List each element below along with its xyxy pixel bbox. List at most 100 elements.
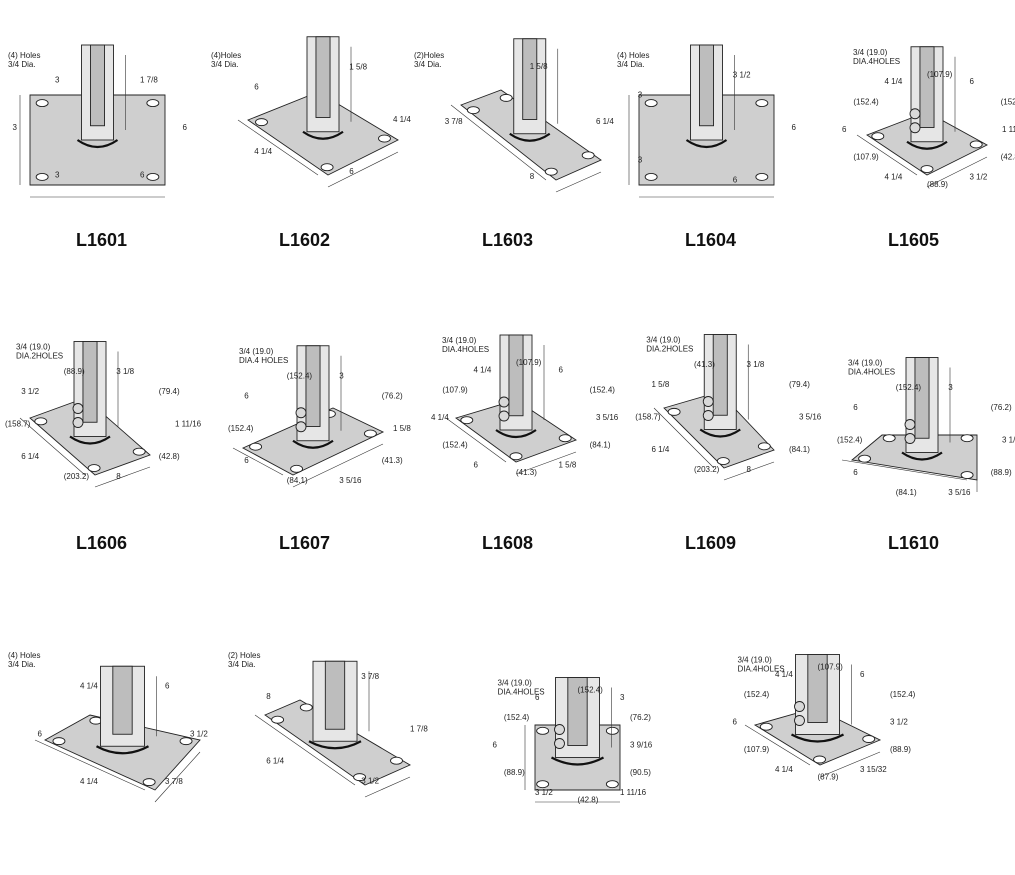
dimension-value: (107.9): [853, 152, 879, 161]
dimension-value: 6: [853, 403, 858, 412]
dimension-value: (152.4): [896, 383, 922, 392]
dimension-line: [926, 156, 988, 188]
mounting-hole: [558, 434, 572, 443]
dimension-value: 4 1/4: [80, 682, 98, 691]
channel-slot: [112, 665, 133, 735]
channel-slot: [522, 38, 538, 120]
channel-slot: [699, 44, 714, 127]
mounting-hole: [87, 464, 101, 473]
mounting-hole: [142, 778, 156, 787]
channel-slot: [315, 36, 331, 118]
hole-callout: 3/4 (19.0): [853, 48, 888, 57]
bolt: [554, 724, 565, 735]
dimension-value: (76.2): [382, 391, 403, 400]
dimension-line: [232, 447, 284, 476]
dimension-value: 8: [530, 172, 535, 181]
dimension-value: 6: [860, 670, 865, 679]
dimension-value: 1 11/16: [175, 420, 202, 429]
dimension-value: 6: [733, 718, 738, 727]
channel-slot: [567, 677, 588, 746]
dimension-value: 8: [116, 472, 121, 481]
base-plate: [247, 91, 399, 176]
hole-callout: 3/4 (19.0): [16, 343, 51, 352]
mounting-hole: [757, 442, 771, 451]
dimension-value: 1 5/8: [559, 461, 577, 470]
mounting-hole: [363, 429, 377, 438]
dimension-value: 4 1/4: [431, 413, 449, 422]
dimension-value: 4 1/4: [80, 777, 98, 786]
dimension-value: 3 5/16: [948, 488, 971, 497]
dimension-value: 6: [842, 125, 847, 134]
dimension-value: 3 9/16: [630, 741, 653, 750]
mounting-hole: [255, 118, 268, 127]
mounting-hole: [34, 417, 48, 426]
dimension-value: (107.9): [927, 70, 953, 79]
mounting-hole: [466, 106, 480, 115]
bolt: [904, 433, 916, 444]
dimension-value: (79.4): [789, 380, 810, 389]
dimension-value: (107.9): [818, 663, 844, 672]
hole-callout: DIA.4HOLES: [498, 688, 545, 697]
dimension-value: (152.4): [578, 686, 604, 695]
weld-seam: [76, 139, 119, 149]
model-number: L1608: [481, 533, 534, 553]
dimension-value: 3: [55, 171, 60, 180]
dimension-value: 4 1/4: [885, 77, 903, 86]
model-number: L1605: [887, 230, 940, 250]
dimension-value: (76.2): [991, 403, 1012, 412]
dimension-line: [445, 417, 507, 463]
dimension-value: (152.4): [890, 690, 916, 699]
dimension-value: 3 7/8: [165, 777, 183, 786]
hole-callout: (4)Holes: [211, 51, 241, 60]
model-number: L1603: [481, 230, 534, 250]
dimension-value: 6: [140, 171, 145, 180]
mounting-hole: [89, 716, 103, 725]
dimension-value: 3 1/2: [190, 729, 208, 738]
weld-seam: [509, 132, 551, 142]
mounting-hole: [858, 454, 872, 463]
dimension-value: 6 1/4: [266, 757, 284, 766]
dimension-value: (79.4): [159, 387, 180, 396]
dimension-value: (152.4): [853, 97, 879, 106]
weld-seam: [906, 140, 948, 150]
dimension-value: 3 1/2: [535, 788, 553, 797]
mounting-hole: [960, 434, 974, 443]
dimension-value: 6: [853, 468, 858, 477]
dimension-value: (152.4): [1001, 97, 1015, 106]
mounting-hole: [644, 99, 658, 108]
dimension-value: 6: [38, 729, 43, 738]
dimension-value: 4 1/4: [775, 765, 793, 774]
dimension-value: (76.2): [630, 713, 651, 722]
hole-callout: (4) Holes: [617, 51, 649, 60]
dimension-line: [515, 451, 577, 475]
dimension-line: [653, 407, 715, 469]
mounting-hole: [644, 172, 658, 181]
dimension-value: (42.8): [159, 452, 180, 461]
weld-seam: [302, 130, 344, 140]
dimension-value: 6 1/4: [596, 117, 614, 126]
hole-callout: (2) Holes: [228, 651, 260, 660]
weld-seam: [790, 733, 845, 743]
dimension-value: (84.1): [896, 488, 917, 497]
dimension-value: 6: [733, 175, 738, 184]
dimension-line: [555, 171, 602, 193]
hole-callout: DIA.2HOLES: [16, 352, 63, 361]
hole-callout: (2)Holes: [414, 51, 444, 60]
channel-slot: [90, 44, 105, 127]
hole-callout: (4) Holes: [8, 651, 40, 660]
weld-seam: [95, 745, 150, 755]
dimension-value: (87.9): [818, 773, 839, 782]
dimension-line: [34, 739, 146, 791]
bolt: [72, 417, 84, 428]
bolt: [702, 410, 714, 421]
dimension-value: 3 7/8: [361, 672, 379, 681]
dimension-value: (90.5): [630, 768, 651, 777]
weld-seam: [292, 439, 334, 449]
